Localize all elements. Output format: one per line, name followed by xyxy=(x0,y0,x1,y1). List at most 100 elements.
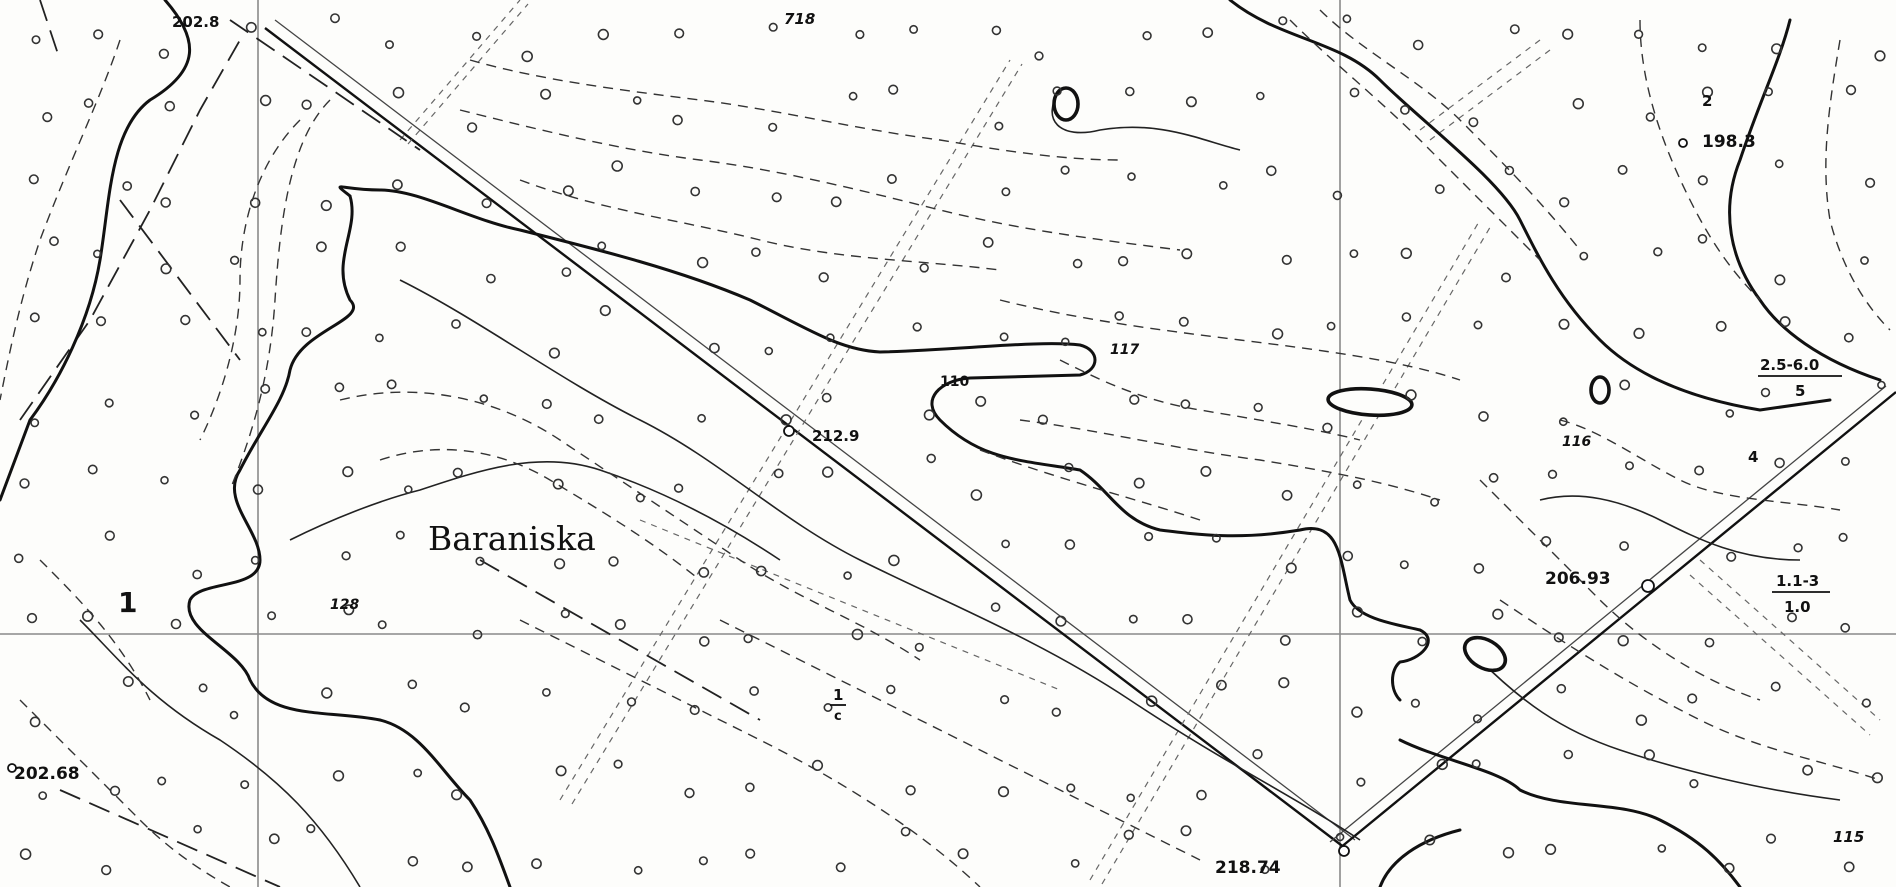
tree-symbol xyxy=(698,636,710,647)
tree-symbol xyxy=(1064,462,1074,473)
tree-symbol xyxy=(1260,865,1270,875)
spot-height-label: 718 xyxy=(784,10,815,28)
spot-height-label: 128 xyxy=(330,597,359,613)
tree-symbol xyxy=(1843,861,1855,873)
tree-symbol xyxy=(1509,24,1520,35)
contour-line xyxy=(1539,495,1801,561)
tree-symbol xyxy=(1877,380,1886,390)
tree-symbol xyxy=(403,485,413,494)
tree-symbol xyxy=(1052,86,1062,96)
tree-symbol xyxy=(1871,772,1883,784)
tree-symbol xyxy=(1410,698,1420,708)
tree-symbol xyxy=(689,704,700,716)
tree-symbol xyxy=(1430,497,1440,507)
tree-symbol xyxy=(451,319,461,329)
tree-symbol xyxy=(334,382,345,393)
tree-symbol xyxy=(170,618,182,630)
tree-symbol xyxy=(773,468,784,479)
fraction-numerator: 2.5-6.0 xyxy=(1760,356,1819,374)
tree-symbol xyxy=(684,787,695,799)
tree-symbol xyxy=(1562,28,1574,40)
tree-symbol xyxy=(1504,165,1515,176)
section-boundary-diagonal-inner xyxy=(274,19,1356,841)
tree-symbol xyxy=(1182,613,1193,625)
tree-symbol xyxy=(83,98,94,108)
form-line xyxy=(0,39,121,401)
tree-symbol xyxy=(1064,539,1076,550)
track xyxy=(571,63,1023,805)
track xyxy=(1419,39,1541,131)
tree-symbol xyxy=(407,679,418,690)
tree-symbol xyxy=(1401,312,1412,322)
tree-symbol xyxy=(823,702,833,712)
tree-symbol xyxy=(608,556,619,567)
tree-symbol xyxy=(1774,274,1786,286)
tree-symbol xyxy=(306,823,316,834)
tree-symbol xyxy=(1001,187,1011,197)
tree-symbol xyxy=(1253,402,1263,413)
stand-number-label: 1 xyxy=(118,586,137,619)
tree-symbol xyxy=(472,629,483,640)
track xyxy=(1689,574,1871,736)
tree-symbol xyxy=(562,185,574,197)
tree-symbol xyxy=(180,314,191,326)
survey-point xyxy=(1678,138,1688,148)
place-labels: Baraniska xyxy=(428,519,596,558)
tree-symbol xyxy=(771,192,782,203)
tree-symbol xyxy=(751,247,761,257)
track xyxy=(399,0,521,141)
tree-symbol xyxy=(1436,758,1449,771)
tree-symbol xyxy=(541,398,552,410)
stand-number-labels: 1 2 4 xyxy=(118,92,1758,619)
tree-symbol xyxy=(1861,698,1871,708)
tree-symbol xyxy=(245,21,257,33)
tree-symbol xyxy=(87,464,98,475)
tree-symbol xyxy=(1202,27,1214,38)
tree-symbol xyxy=(1572,97,1585,110)
tree-symbol xyxy=(1840,622,1851,633)
tree-symbol xyxy=(13,553,24,564)
tree-symbol xyxy=(1619,379,1631,391)
stand-number-label: 4 xyxy=(1748,448,1758,466)
contour-index xyxy=(0,0,191,502)
tree-symbol xyxy=(1279,635,1291,646)
form-line xyxy=(469,59,1121,161)
tree-symbol xyxy=(1400,247,1413,260)
contour-line xyxy=(1479,659,1841,801)
thin-contours xyxy=(79,89,1841,887)
tree-symbol xyxy=(19,478,30,489)
tree-symbol xyxy=(374,333,384,343)
tree-symbol xyxy=(26,612,38,624)
tree-symbol xyxy=(821,466,834,478)
tree-symbol xyxy=(768,122,778,132)
form-line xyxy=(1825,39,1891,331)
pond xyxy=(1589,375,1611,405)
tree-symbol xyxy=(332,770,345,782)
pond xyxy=(1052,86,1080,122)
survey-point xyxy=(1338,845,1350,857)
tree-symbol xyxy=(1126,793,1135,803)
lakes xyxy=(1052,86,1611,673)
tree-symbol xyxy=(268,833,280,845)
stand-fraction-labels: 2.5-6.0 5 1.1-3 1.0 1 c xyxy=(830,356,1842,724)
tree-symbol xyxy=(485,273,496,284)
tree-symbol xyxy=(561,267,572,277)
contour-index-east xyxy=(1228,0,1832,412)
form-line xyxy=(379,448,701,581)
tree-symbol xyxy=(42,111,53,123)
tree-symbol xyxy=(1697,175,1708,186)
tree-symbol xyxy=(1563,749,1574,760)
tree-symbol xyxy=(855,29,865,40)
tree-symbol xyxy=(1349,249,1359,258)
tree-symbol xyxy=(301,99,312,110)
tree-symbol xyxy=(994,121,1004,131)
tree-symbol xyxy=(900,826,911,837)
tree-symbol xyxy=(1145,695,1158,708)
tree-symbol xyxy=(1558,417,1568,427)
tree-symbol xyxy=(1349,87,1360,98)
survey-point xyxy=(783,425,795,437)
tree-symbol xyxy=(975,395,987,407)
tree-symbol xyxy=(1196,789,1207,801)
form-line xyxy=(1059,359,1361,441)
